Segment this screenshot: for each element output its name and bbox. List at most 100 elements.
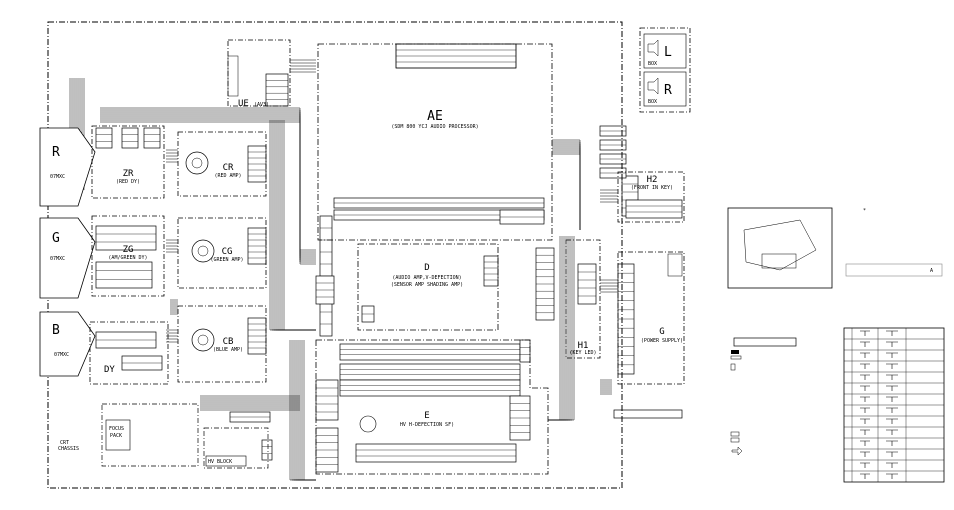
connector-block [625,199,683,219]
connector-block [247,317,267,355]
connector-block [617,263,635,375]
board-h2: H2 (FRONT IN KEY) [617,171,685,223]
connector-block [315,379,339,421]
symbol-legend [730,337,797,456]
wire [283,120,316,331]
board-cb-name: CB [223,337,234,347]
wire [303,340,316,481]
board-d-desc2: (SENSOR AMP SHADING AMP) [391,282,463,288]
focus-pack: FOCUS PACK [101,403,199,467]
wire [281,120,316,331]
wire [279,120,316,331]
board-e-name: E [424,411,429,421]
connector-block [261,439,273,461]
board-cb-desc: (BLUE AMP) [213,347,243,353]
board-ae: AE (SDM 800 YCJ AUDIO PROCESSOR) [317,43,553,241]
note-box [845,263,943,277]
wire [297,340,316,481]
board-zg-desc: (AM/GREEN DY) [108,255,147,261]
crt-chassis-line2: CHASSIS [58,446,79,452]
board-zr: ZR (RED DY) [91,125,165,199]
board-dy: DY [89,321,169,385]
connector-block [121,355,163,371]
wire [552,147,581,230]
connector-block [95,331,157,349]
speaker-r-label: R [664,83,672,98]
speaker-r-box: BOX [648,99,657,105]
connector-block [577,263,597,305]
board-h1-desc: (KEY LED) [569,350,596,356]
board-h2-name: H2 [647,175,658,185]
speaker-l-label: L [664,45,672,60]
connector-block [339,363,521,381]
tube-g-label: G [52,231,60,246]
tube-r-model: 07MXC [50,174,65,180]
speaker-area: L BOX R BOX [639,27,691,113]
connector-block [315,427,339,473]
connector-block [535,247,555,321]
tube-g-model: 07MXC [50,256,65,262]
wire [552,149,581,230]
hv-block: HV BLOCK [203,427,269,469]
speaker-l-box: BOX [648,61,657,67]
board-cr: CR (RED AMP) [177,131,267,197]
wire [552,141,581,230]
wire [269,120,316,331]
connector-block [613,409,683,419]
board-dy-name: DY [104,365,115,375]
tube-g: G 07MXC [39,217,96,299]
connector-block [265,73,289,107]
board-h1: H1 (KEY LED) [565,239,601,359]
tube-r-label: R [52,145,60,160]
board-ae-desc: (SDM 800 YCJ AUDIO PROCESSOR) [391,124,478,130]
connector-block [247,227,267,265]
tube-b-model: 07MXC [54,352,69,358]
board-d-desc1: (AUDIO AMP,V-DEFECTION) [392,275,461,281]
board-d-name: D [424,263,429,273]
connector-block [599,167,627,179]
focus-pack-line1: FOCUS [109,426,124,432]
board-g-desc: (POWER SUPPLY) [641,338,683,344]
wire [277,120,316,331]
board-e-desc: HV H-DEFECTION SF) [400,422,454,428]
wire [299,340,316,481]
board-h2-desc: (FRONT IN KEY) [631,185,673,191]
connector-block [247,145,267,183]
board-ue: UE (AV3) [227,39,291,109]
board-ae-name: AE [427,109,443,124]
board-ue-desc: (AV3) [254,102,269,108]
board-g-name: G [659,327,664,337]
note-star: * [863,208,866,214]
connector-block [355,443,517,463]
board-zr-desc: (RED DY) [116,179,140,185]
tube-r: R 07MXC [39,127,96,207]
board-cb: CB (BLUE AMP) [177,305,267,383]
connector-block [519,339,531,363]
board-ue-name: UE [238,99,249,109]
wire [273,120,316,331]
connector-block [315,275,335,305]
connector-block [95,225,157,251]
board-cg-name: CG [222,247,233,257]
crt-chassis-line1: CRT [60,440,69,446]
board-cr-name: CR [223,163,234,173]
connector-block [229,411,271,423]
connector-block [509,395,531,441]
board-cr-desc: (RED AMP) [214,173,241,179]
board-cg: CG (GREEN AMP) [177,217,267,289]
wire [548,236,575,421]
focus-pack-line2: PACK [110,433,122,439]
connector-block [339,343,521,361]
wire-harness [69,59,618,481]
tube-b: B 07MXC [39,311,96,377]
connector-block [143,127,161,149]
board-h1-name: H1 [578,341,589,351]
board-zr-name: ZR [123,169,134,179]
wire [271,120,316,331]
connector-block [599,153,627,165]
connector-block [395,43,517,69]
tube-b-label: B [52,323,60,338]
connector-block [483,255,499,287]
board-zg-name: ZG [123,245,134,255]
connector-block [121,127,139,149]
